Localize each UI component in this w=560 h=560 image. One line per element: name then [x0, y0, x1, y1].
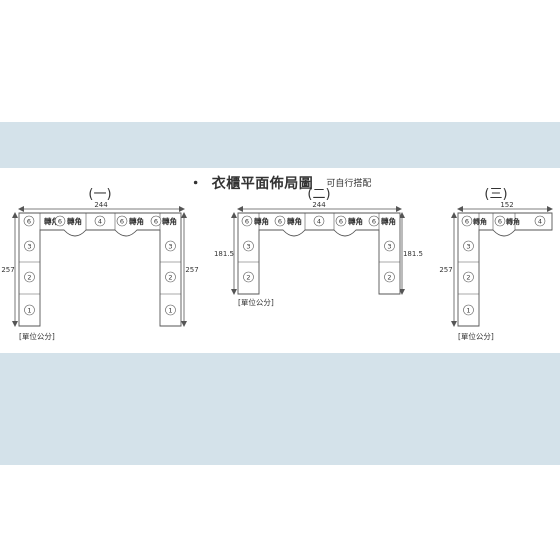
module-badge: 1 [24, 304, 35, 316]
title-row: ・ 衣櫃平面佈局圖 可自行搭配 [0, 173, 560, 193]
module-badge: 1 [165, 304, 176, 316]
module-badge: 2 [24, 271, 35, 283]
module-badge: 3 [243, 240, 254, 252]
svg-text:3: 3 [168, 243, 172, 251]
svg-text:3: 3 [246, 243, 250, 251]
module-badge: 2 [463, 271, 474, 283]
layout-3-left-depth-label: 257 [439, 266, 452, 274]
module-badge: 6 [461, 215, 473, 227]
corner-label: 轉角 [44, 216, 59, 226]
layout-2-right-depth-label: 181.5 [403, 250, 423, 258]
layout-1-width-label: 244 [94, 201, 108, 209]
layout-3-label: (三) [484, 187, 507, 202]
svg-text:1: 1 [466, 307, 470, 315]
layout-1-label: (一) [88, 187, 111, 202]
layout-2-unit-label: [單位公分] [238, 297, 274, 307]
corner-label: 轉角 [67, 216, 82, 226]
layout-1-unit-label: [單位公分] [19, 331, 55, 341]
layout-3-dividers [458, 213, 516, 295]
corner-label: 轉角 [162, 216, 177, 226]
corner-label: 轉角 [287, 216, 302, 226]
svg-text:6: 6 [465, 218, 469, 226]
svg-text:6: 6 [372, 218, 376, 226]
module-badge: 6 [23, 215, 35, 227]
corner-label: 轉角 [506, 217, 520, 226]
svg-text:2: 2 [387, 274, 391, 282]
module-badge: 4 [534, 215, 546, 227]
corner-label: 轉角 [381, 216, 396, 226]
module-badge: 3 [24, 240, 35, 252]
layout-2: (二) 244 181.5 181.5 6 轉角 6 轉角 4 6 轉角 6 轉… [214, 187, 423, 307]
corner-label: 轉角 [348, 216, 363, 226]
layout-1: (一) 244 257 257 6 轉角 6 轉角 4 6 轉角 6 [1, 187, 198, 341]
module-badge: 3 [384, 240, 395, 252]
svg-text:4: 4 [538, 218, 542, 226]
module-badge: 6 [241, 215, 253, 227]
svg-text:6: 6 [278, 218, 282, 226]
svg-text:4: 4 [98, 218, 102, 226]
layout-2-width-label: 244 [312, 201, 326, 209]
module-badge: 4 [313, 215, 325, 227]
layout-3-width-label: 152 [500, 201, 513, 209]
svg-text:2: 2 [168, 274, 172, 282]
svg-text:4: 4 [317, 218, 321, 226]
svg-text:6: 6 [339, 218, 343, 226]
svg-text:6: 6 [58, 218, 62, 226]
svg-text:3: 3 [27, 243, 31, 251]
layout-1-outline [18, 212, 182, 327]
top-color-band [0, 122, 560, 168]
svg-text:2: 2 [466, 274, 470, 282]
layout-3-unit-label: [單位公分] [458, 331, 494, 341]
title-bullet: ・ [188, 176, 203, 192]
corner-label: 轉角 [254, 216, 269, 226]
svg-text:6: 6 [27, 218, 31, 226]
svg-text:3: 3 [387, 243, 391, 251]
layout-1-dividers [19, 213, 181, 295]
svg-text:2: 2 [246, 274, 250, 282]
layout-1-right-depth-label: 257 [185, 266, 198, 274]
svg-text:6: 6 [120, 218, 124, 226]
module-badge: 6 [335, 215, 347, 227]
page-title: 衣櫃平面佈局圖 [211, 176, 314, 192]
module-badge: 2 [243, 271, 254, 283]
corner-label: 轉角 [473, 217, 487, 226]
module-badge: 2 [165, 271, 176, 283]
module-badge: 3 [463, 240, 474, 252]
svg-text:6: 6 [154, 218, 158, 226]
module-badge: 6 [116, 215, 128, 227]
page-subtitle: 可自行搭配 [326, 179, 372, 189]
module-badge: 1 [463, 304, 474, 316]
module-badge: 6 [54, 215, 66, 227]
svg-text:6: 6 [498, 218, 502, 226]
module-badge: 3 [165, 240, 176, 252]
module-badge: 6 [274, 215, 286, 227]
svg-text:2: 2 [27, 274, 31, 282]
layout-1-left-depth-label: 257 [1, 266, 14, 274]
layout-3: (三) 152 257 6 轉角 6 轉角 4 3 2 1 [單位公分] [439, 187, 553, 341]
module-badge: 4 [94, 215, 106, 227]
svg-text:6: 6 [245, 218, 249, 226]
svg-text:1: 1 [27, 307, 31, 315]
module-badge: 2 [384, 271, 395, 283]
svg-text:1: 1 [168, 307, 172, 315]
module-badge: 6 [150, 215, 162, 227]
module-badge: 6 [368, 215, 380, 227]
layout-2-left-depth-label: 181.5 [214, 250, 234, 258]
svg-text:3: 3 [466, 243, 470, 251]
bottom-color-band [0, 353, 560, 465]
layout-2-label: (二) [307, 187, 330, 202]
module-badge: 6 [494, 215, 506, 227]
corner-label: 轉角 [129, 216, 144, 226]
